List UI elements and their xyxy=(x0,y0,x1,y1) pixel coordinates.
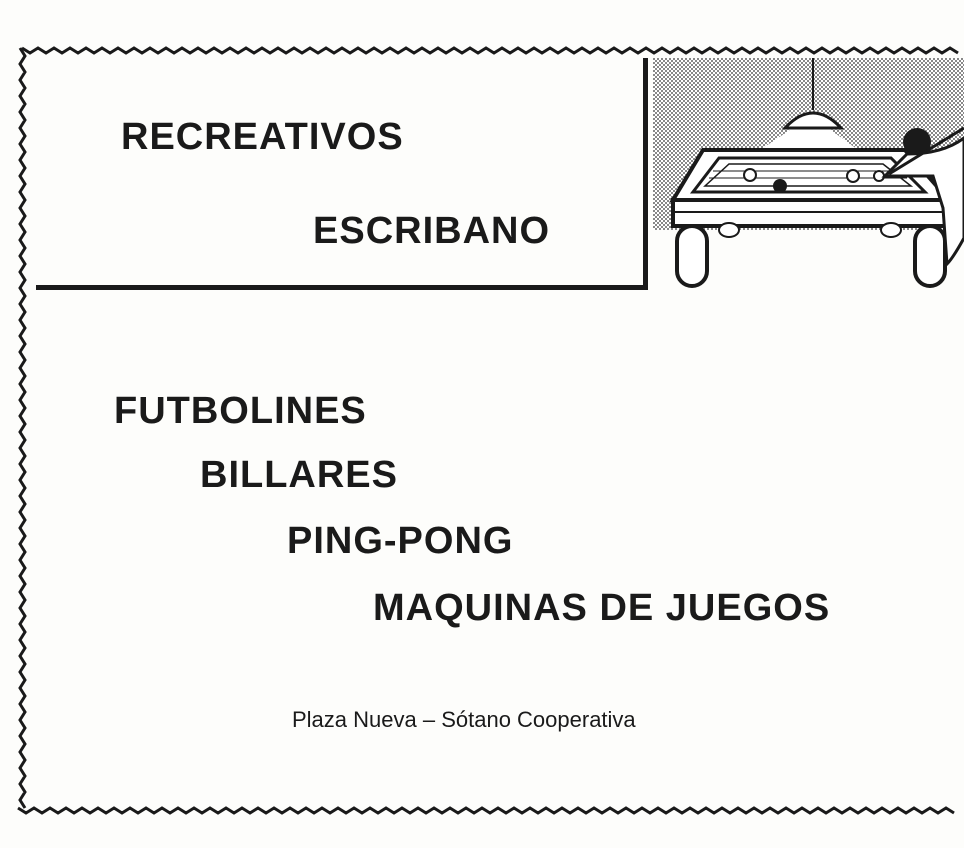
title-line-1: RECREATIVOS xyxy=(121,116,404,158)
service-maquinas-de-juegos: MAQUINAS DE JUEGOS xyxy=(373,587,831,629)
title-box xyxy=(36,58,648,290)
billiard-table-illustration xyxy=(653,58,964,288)
border-segment xyxy=(21,46,959,55)
service-billares: BILLARES xyxy=(200,454,398,496)
address-text: Plaza Nueva – Sótano Cooperativa xyxy=(292,707,636,732)
border-segment xyxy=(18,47,27,809)
service-futbolines: FUTBOLINES xyxy=(114,390,367,432)
service-ping-pong: PING-PONG xyxy=(287,520,514,562)
title-line-2: ESCRIBANO xyxy=(313,210,551,252)
border-segment xyxy=(17,806,955,815)
